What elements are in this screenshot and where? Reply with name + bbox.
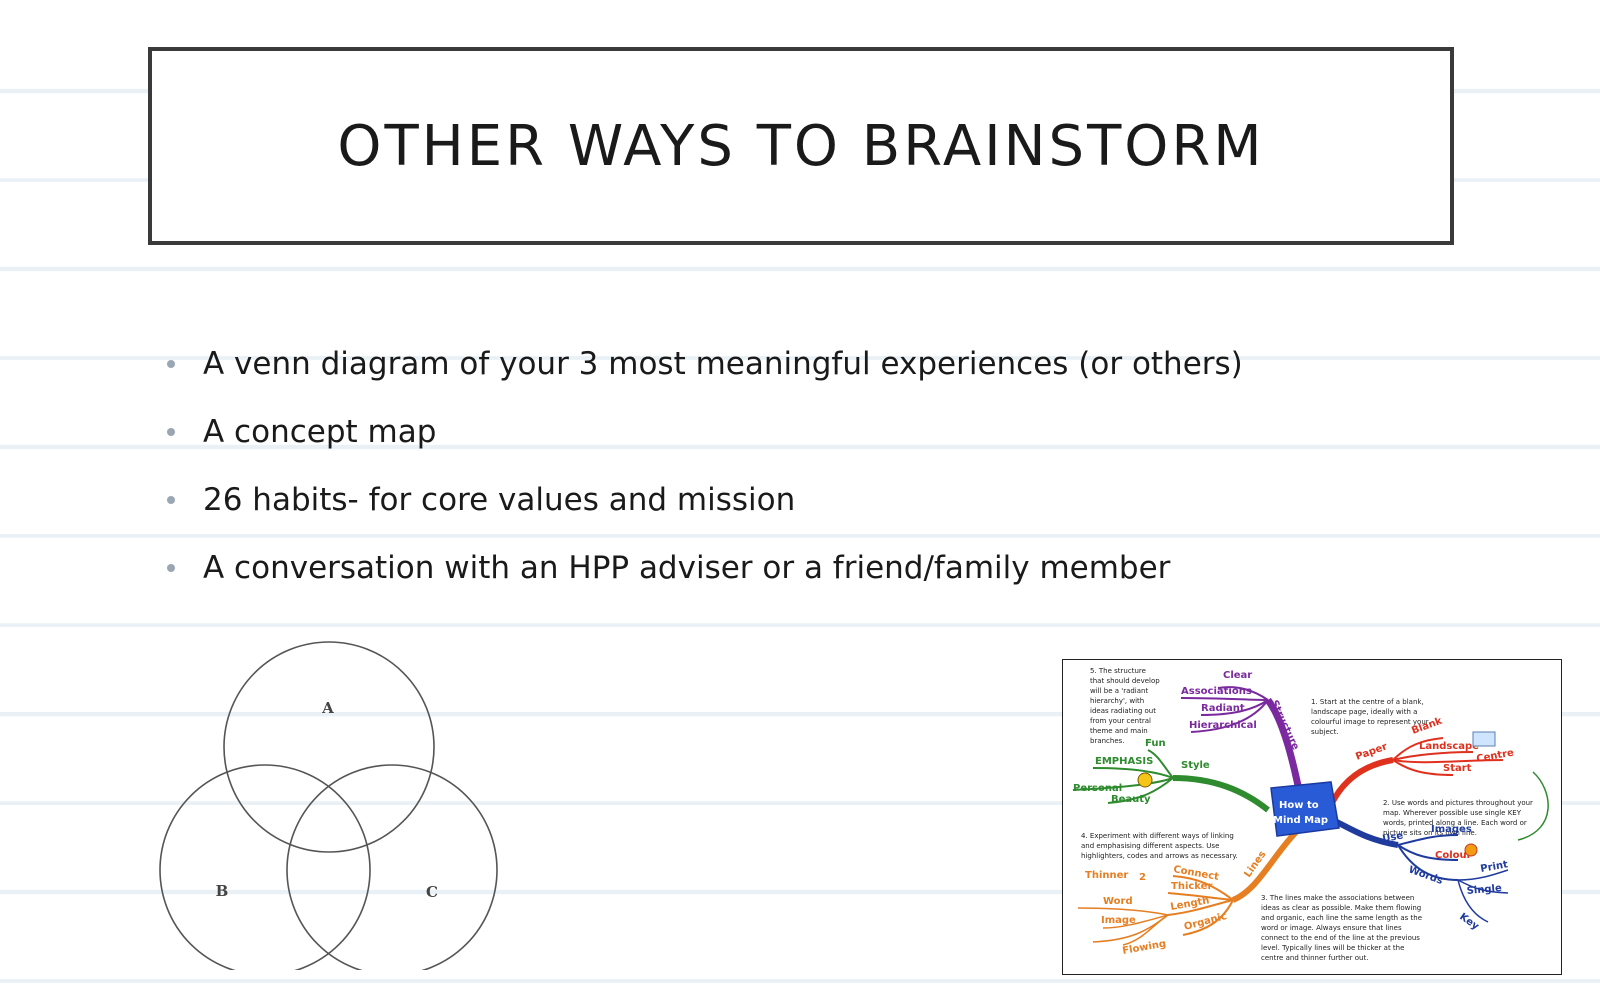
svg-text:1. Start at the centre of a bl: 1. Start at the centre of a blank,	[1311, 698, 1424, 706]
svg-text:and emphasising different aspe: and emphasising different aspects. Use	[1081, 842, 1219, 850]
svg-text:How to: How to	[1279, 800, 1319, 811]
svg-text:Personal: Personal	[1073, 783, 1122, 794]
svg-text:Landscape: Landscape	[1419, 741, 1479, 752]
slide-title: OTHER WAYS TO BRAINSTORM	[337, 113, 1265, 179]
svg-text:2: 2	[1139, 872, 1146, 883]
svg-text:Hierarchical: Hierarchical	[1189, 720, 1257, 731]
svg-text:Start: Start	[1443, 763, 1472, 774]
svg-text:2. Use words and pictures thro: 2. Use words and pictures throughout you…	[1383, 799, 1533, 807]
svg-text:picture sits on its own line.: picture sits on its own line.	[1383, 829, 1477, 837]
svg-text:Print: Print	[1480, 859, 1509, 875]
svg-text:centre and thinner further out: centre and thinner further out.	[1261, 954, 1368, 962]
svg-text:Beauty: Beauty	[1111, 794, 1151, 805]
svg-text:Images: Images	[1431, 824, 1472, 835]
venn-circle-b	[159, 764, 371, 970]
svg-text:Fun: Fun	[1145, 738, 1166, 749]
svg-text:words, printed along a line. E: words, printed along a line. Each word o…	[1383, 819, 1527, 827]
svg-text:Radiant: Radiant	[1201, 703, 1245, 714]
svg-text:that should develop: that should develop	[1090, 677, 1160, 685]
svg-text:Use: Use	[1382, 830, 1405, 844]
bullet-item: A concept map	[165, 402, 1243, 470]
svg-text:Colour: Colour	[1435, 850, 1472, 861]
bullet-item: 26 habits- for core values and mission	[165, 470, 1243, 538]
page-icon	[1472, 731, 1496, 747]
venn-circle-c	[286, 764, 498, 970]
svg-text:level. Typically lines will be: level. Typically lines will be thicker a…	[1261, 944, 1404, 952]
title-box: OTHER WAYS TO BRAINSTORM	[148, 47, 1454, 245]
bullet-item: A conversation with an HPP adviser or a …	[165, 538, 1243, 606]
palette-icon	[1464, 843, 1478, 857]
svg-text:Single: Single	[1466, 883, 1502, 897]
svg-text:5. The structure: 5. The structure	[1090, 667, 1146, 675]
branch-paper: Paper Blank Landscape Centre Start	[1328, 716, 1515, 807]
svg-text:Thicker: Thicker	[1171, 881, 1212, 892]
bullet-dot-icon	[167, 360, 175, 368]
svg-text:Flowing: Flowing	[1122, 938, 1167, 956]
svg-text:3. The lines make the associat: 3. The lines make the associations betwe…	[1261, 894, 1414, 902]
svg-text:will be a 'radiant: will be a 'radiant	[1090, 687, 1148, 695]
venn-circle-a	[223, 641, 435, 853]
svg-text:Thinner: Thinner	[1085, 870, 1128, 881]
note-structure: 5. The structure that should develop wil…	[1090, 667, 1160, 745]
svg-text:Words: Words	[1407, 864, 1444, 887]
mind-map-svg: 5. The structure that should develop wil…	[1072, 667, 1549, 962]
svg-text:Word: Word	[1103, 896, 1133, 907]
svg-text:Image: Image	[1101, 915, 1136, 926]
svg-text:word or image. Always ensure t: word or image. Always ensure that lines	[1261, 924, 1402, 932]
bullet-item: A venn diagram of your 3 most meaningful…	[165, 334, 1243, 402]
svg-text:Mind Map: Mind Map	[1273, 815, 1328, 826]
bullet-list: A venn diagram of your 3 most meaningful…	[165, 334, 1243, 606]
svg-text:from your central: from your central	[1090, 717, 1151, 725]
venn-label-b: B	[216, 882, 229, 900]
svg-text:Style: Style	[1181, 760, 1210, 771]
svg-text:Centre: Centre	[1476, 748, 1515, 765]
bullet-dot-icon	[167, 564, 175, 572]
venn-diagram: A B C	[159, 641, 498, 970]
venn-label-a: A	[321, 699, 334, 717]
bullet-dot-icon	[167, 428, 175, 436]
svg-text:branches.: branches.	[1090, 737, 1125, 745]
note-experiment: 4. Experiment with different ways of lin…	[1081, 832, 1238, 860]
svg-text:ideas as clear as possible. Ma: ideas as clear as possible. Make them fl…	[1261, 904, 1421, 912]
note-lines: 3. The lines make the associations betwe…	[1261, 894, 1422, 962]
bullet-dot-icon	[167, 496, 175, 504]
svg-text:Associations: Associations	[1181, 686, 1252, 697]
svg-text:Clear: Clear	[1223, 670, 1252, 681]
branch-style: Style Fun EMPHASIS Personal Beauty	[1072, 738, 1270, 813]
svg-text:and organic, each line the sam: and organic, each line the same length a…	[1261, 914, 1422, 922]
svg-text:ideas radiating out: ideas radiating out	[1090, 707, 1156, 715]
venn-label-c: C	[426, 883, 438, 901]
svg-text:connect to the end of the line: connect to the end of the line at the pr…	[1261, 934, 1420, 942]
note-start: 1. Start at the centre of a blank, lands…	[1311, 698, 1429, 736]
mind-map-image: 5. The structure that should develop wil…	[1062, 659, 1562, 975]
svg-text:theme and main: theme and main	[1090, 727, 1148, 735]
connector-arrow	[1517, 771, 1549, 841]
svg-text:subject.: subject.	[1311, 728, 1339, 736]
svg-text:Organic: Organic	[1183, 911, 1228, 933]
svg-text:colourful image to represent y: colourful image to represent your	[1311, 718, 1429, 726]
smiley-icon	[1137, 772, 1153, 788]
svg-text:landscape page, ideally with a: landscape page, ideally with a	[1311, 708, 1417, 716]
svg-text:EMPHASIS: EMPHASIS	[1095, 756, 1153, 767]
svg-text:hierarchy', with: hierarchy', with	[1090, 697, 1144, 705]
svg-text:map. Wherever possible use sin: map. Wherever possible use single KEY	[1383, 809, 1522, 817]
svg-text:highlighters, codes and arrows: highlighters, codes and arrows as necess…	[1081, 852, 1238, 860]
mind-map-center: How to Mind Map	[1270, 781, 1340, 837]
note-words: 2. Use words and pictures throughout you…	[1383, 799, 1533, 837]
svg-text:4. Experiment with different w: 4. Experiment with different ways of lin…	[1081, 832, 1234, 840]
